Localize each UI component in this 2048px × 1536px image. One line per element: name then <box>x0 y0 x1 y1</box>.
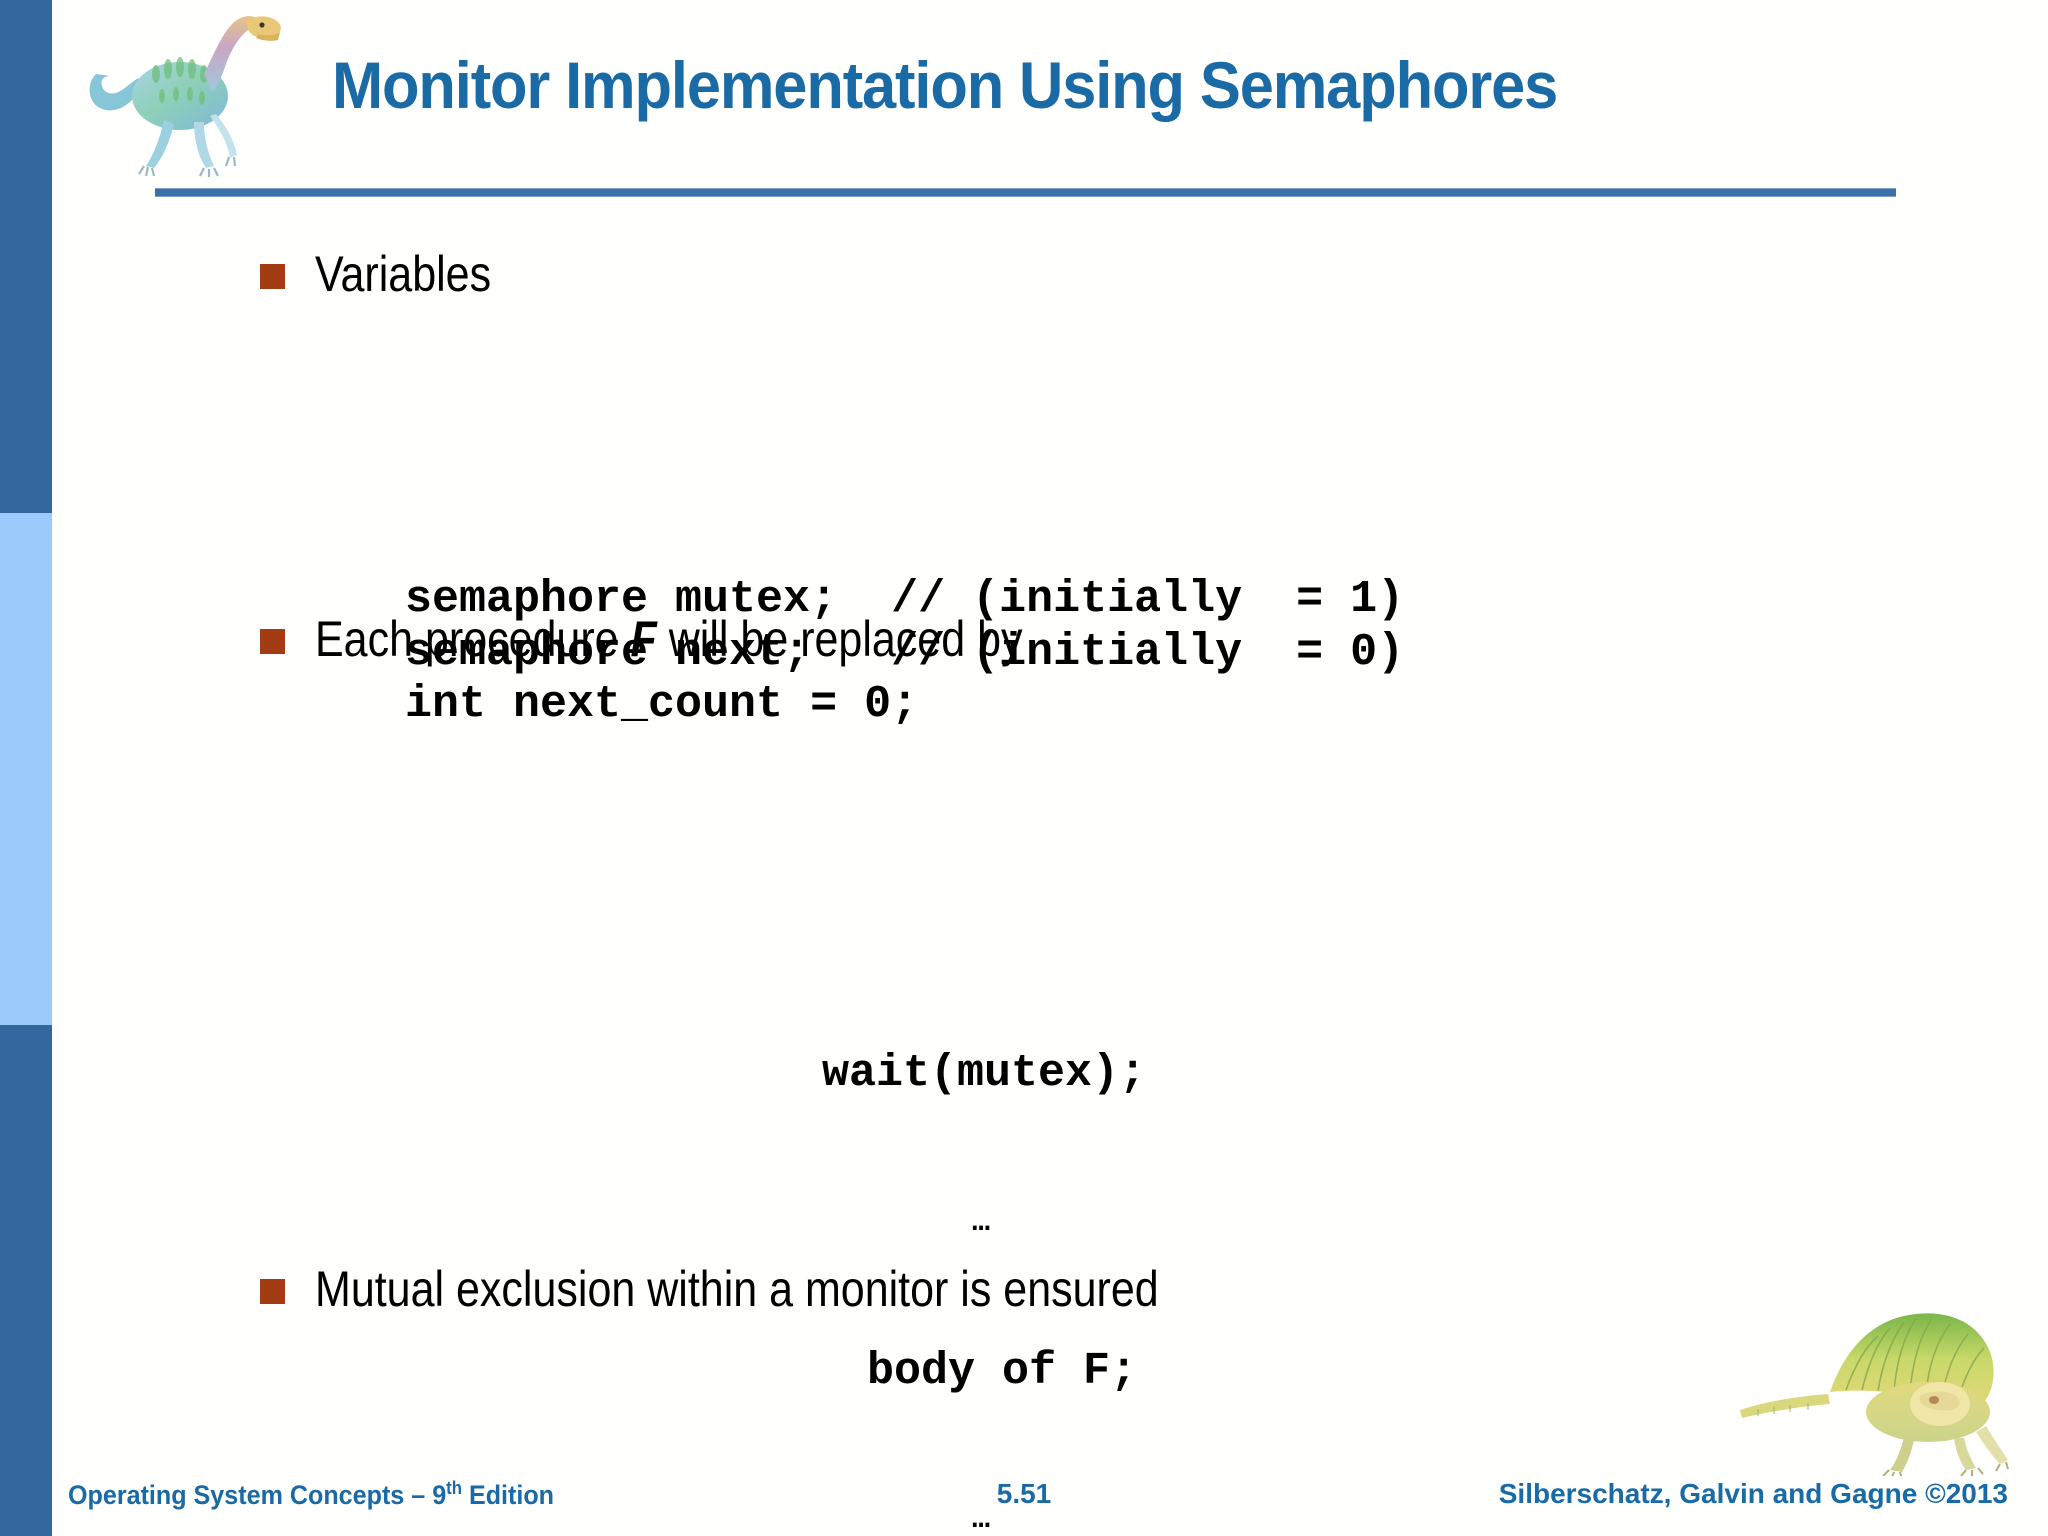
sidebar-band-top <box>0 0 52 513</box>
bullet-item-mutual-exclusion: Mutual exclusion within a monitor is ens… <box>260 1263 1296 1316</box>
bullet-item-variables: Variables <box>260 248 520 301</box>
footer-book-title-post: Edition <box>461 1480 555 1510</box>
slide-body: Variables semaphore mutex; // (initially… <box>52 200 2048 1535</box>
code-line-ellipsis-1: … <box>972 1205 991 1240</box>
procedure-variable-f: F <box>630 611 657 667</box>
procedure-text-pre: Each procedure <box>315 611 631 667</box>
bullet-square-icon <box>260 1279 285 1304</box>
bullet-label-procedure: Each procedure F will be replaced by <box>315 613 1023 666</box>
slide-header: Monitor Implementation Using Semaphores <box>52 0 2048 200</box>
bullet-label-mutual-exclusion: Mutual exclusion within a monitor is ens… <box>315 1261 1159 1317</box>
code-line-ellipsis-2: … <box>972 1503 991 1536</box>
dinosaur-illustration-icon <box>89 16 281 177</box>
code-block-procedure: wait(mutex); … body of F; … if (next_cou… <box>822 940 1339 1536</box>
footer-book-title-pre: Operating System Concepts – 9 <box>68 1480 447 1510</box>
slide-footer: Operating System Concepts – 9th Edition … <box>0 1478 2048 1522</box>
bullet-square-icon <box>260 629 285 654</box>
footer-copyright: Silberschatz, Galvin and Gagne ©2013 <box>1498 1478 2008 1509</box>
code-line-body: body of F; <box>867 1345 1138 1397</box>
title-divider <box>155 188 1896 197</box>
code-line-wait: wait(mutex); <box>822 1048 1147 1100</box>
procedure-text-post: will be replaced by <box>656 611 1023 667</box>
bullet-square-icon <box>260 264 285 289</box>
bullet-item-procedure: Each procedure F will be replaced by <box>260 613 1138 666</box>
page-title: Monitor Implementation Using Semaphores <box>332 48 1558 122</box>
bullet-label-variables: Variables <box>315 246 492 302</box>
footer-book-title: Operating System Concepts – 9th Edition <box>68 1478 554 1511</box>
slide-number: 5.51 <box>996 1478 1052 1509</box>
sidebar-band-bottom <box>0 1025 52 1536</box>
footer-edition-ordinal: th <box>446 1478 462 1498</box>
dimetrodon-illustration-icon <box>1740 1313 2009 1476</box>
code-block-variables: semaphore mutex; // (initially = 1) sema… <box>405 574 1405 731</box>
sidebar-band-middle <box>0 513 52 1025</box>
